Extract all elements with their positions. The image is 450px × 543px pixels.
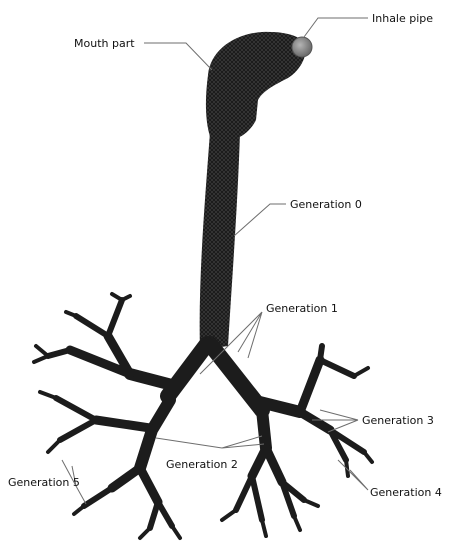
leader-mouth-part bbox=[144, 43, 212, 70]
generation-2-branches bbox=[130, 374, 300, 468]
inhale-pipe-shape bbox=[292, 37, 312, 57]
label-generation-3: Generation 3 bbox=[362, 414, 434, 427]
label-generation-1: Generation 1 bbox=[266, 302, 338, 315]
leader-inhale-pipe bbox=[304, 18, 368, 37]
label-generation-2: Generation 2 bbox=[166, 458, 238, 471]
label-generation-5: Generation 5 bbox=[8, 476, 80, 489]
mouth-part-shape bbox=[206, 32, 306, 142]
leader-generation-4 bbox=[338, 460, 368, 490]
label-generation-4: Generation 4 bbox=[370, 486, 442, 499]
generation-0-trachea bbox=[200, 132, 240, 350]
leader-generation-0 bbox=[234, 204, 286, 236]
leader-generation-2 bbox=[156, 436, 264, 448]
label-inhale-pipe: Inhale pipe bbox=[372, 12, 433, 25]
label-generation-0: Generation 0 bbox=[290, 198, 362, 211]
label-mouth-part: Mouth part bbox=[74, 37, 135, 50]
